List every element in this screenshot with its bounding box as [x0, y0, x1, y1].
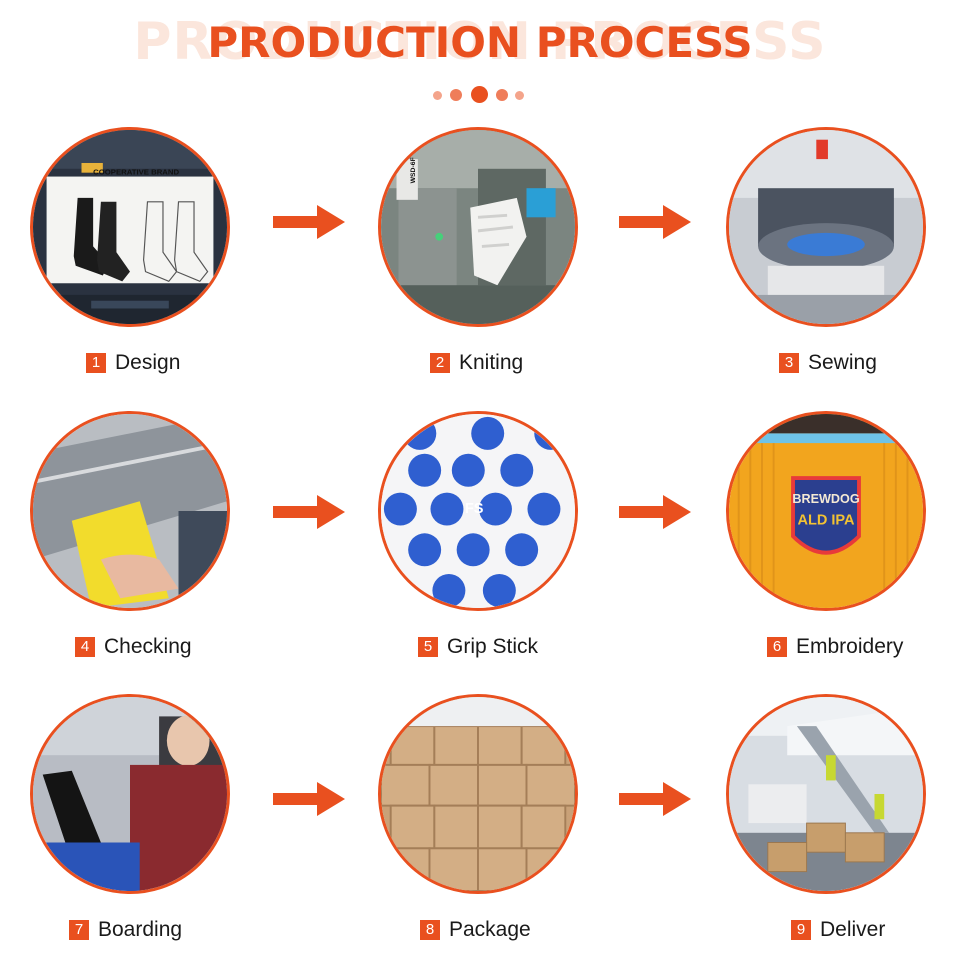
step-2-label: 2 Kniting: [430, 349, 523, 377]
step-name: Boarding: [98, 918, 183, 941]
step-4-label: 4 Checking: [75, 633, 192, 661]
brand-text: COOPERATIVE BRAND: [93, 168, 179, 177]
right-arrow-icon: [619, 205, 691, 239]
step-3-label: 3 Sewing: [779, 349, 877, 377]
right-arrow-icon: [619, 495, 691, 529]
step-name: Grip Stick: [447, 635, 539, 658]
step-number-badge: 7: [69, 920, 89, 940]
patch-text-bottom: ALD IPA: [797, 513, 855, 529]
step-name: Deliver: [820, 918, 886, 941]
step-number-badge: 2: [430, 353, 450, 373]
step-7-label: 7 Boarding: [69, 916, 182, 944]
step-7-boarding-photo: [30, 694, 230, 894]
step-9-label: 9 Deliver: [791, 916, 885, 944]
step-1-label: 1 Design: [86, 349, 180, 377]
step-number-badge: 6: [767, 637, 787, 657]
right-arrow-icon: [619, 782, 691, 816]
step-5-grip-photo: FS: [378, 411, 578, 611]
step-2-knitting-photo: WSD-6F: [378, 127, 578, 327]
decorative-dots: [433, 86, 533, 106]
step-8-label: 8 Package: [420, 916, 531, 944]
step-name: Embroidery: [796, 635, 904, 658]
header: PRODUCTION PROCESS PRODUCTION PROCESS: [0, 0, 960, 90]
step-5-label: 5 Grip Stick: [418, 633, 538, 661]
step-name: Design: [115, 351, 181, 374]
step-4-checking-photo: [30, 411, 230, 611]
step-number-badge: 4: [75, 637, 95, 657]
page-title: PRODUCTION PROCESS: [207, 18, 753, 67]
dot-icon: [433, 91, 442, 100]
grip-text: FS: [465, 501, 484, 517]
step-6-label: 6 Embroidery: [767, 633, 903, 661]
dot-icon: [450, 89, 462, 101]
right-arrow-icon: [273, 782, 345, 816]
right-arrow-icon: [273, 495, 345, 529]
step-9-deliver-photo: [726, 694, 926, 894]
title-shadow: PRODUCTION PROCESS: [133, 12, 827, 72]
step-number-badge: 3: [779, 353, 799, 373]
step-number-badge: 9: [791, 920, 811, 940]
dot-icon: [515, 91, 524, 100]
step-3-sewing-photo: [726, 127, 926, 327]
step-8-package-photo: [378, 694, 578, 894]
step-1-design-photo: COOPERATIVE BRAND: [30, 127, 230, 327]
step-number-badge: 5: [418, 637, 438, 657]
step-name: Package: [449, 918, 531, 941]
step-6-embroidery-photo: BREWDOG ALD IPA: [726, 411, 926, 611]
patch-text-top: BREWDOG: [792, 492, 859, 506]
machine-label: WSD-6F: [410, 157, 417, 183]
right-arrow-icon: [273, 205, 345, 239]
step-name: Kniting: [459, 351, 524, 374]
dot-icon: [496, 89, 508, 101]
dot-icon: [471, 86, 488, 103]
step-number-badge: 8: [420, 920, 440, 940]
step-name: Checking: [104, 635, 192, 658]
step-number-badge: 1: [86, 353, 106, 373]
step-name: Sewing: [808, 351, 877, 374]
